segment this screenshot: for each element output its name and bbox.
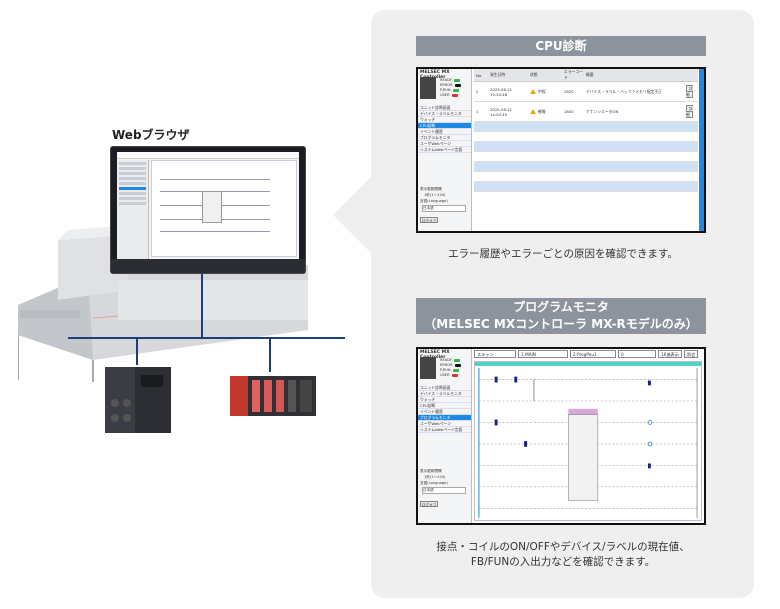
col-summary: 概要	[584, 69, 684, 82]
ladder-diagram	[474, 361, 702, 521]
menu-item-active[interactable]: CPU診断	[418, 123, 471, 129]
cpu-diagnosis-screenshot: MELSEC MX Controller READY ERROR P.RUN U…	[416, 67, 706, 233]
cell-date: 2025-08-21 14:54:45	[488, 101, 528, 122]
language-select[interactable]: 日本語	[422, 487, 466, 494]
led-user-label: USER	[440, 93, 450, 97]
refresh-interval[interactable]: 1秒(1～120)	[424, 475, 446, 479]
table-row[interactable]: 2 2025-08-21 15:34:46 中程 2820 デバイス・ラベル・バ…	[474, 81, 698, 102]
caption-line1: 接点・コイルのON/OFFやデバイス/ラベルの現在値、	[436, 541, 690, 553]
side-menu: ユニット診断画面 デバイス・ラベルモニタ ウォッチ CPU診断 イベント履歴 プ…	[418, 105, 471, 153]
web-browser-label: Webブラウザ	[112, 128, 190, 142]
network-drop-monitor	[201, 274, 203, 338]
program-monitor-screenshot: MELSEC MX Controller READY ERROR P.RUN U…	[416, 347, 706, 525]
monitor-toolbar: スキャン 1:MAIN 2:ProgPou1 0 16進表示 照会	[474, 350, 702, 358]
program-monitor-title-line2: （MELSEC MXコントローラ MX-Rモデルのみ）	[424, 317, 698, 331]
menu-item[interactable]: ウォッチ	[418, 397, 471, 403]
col-state: 状態	[528, 69, 562, 82]
col-no: No.	[474, 69, 488, 82]
cpu-diagnosis-title: CPU診断	[416, 36, 706, 56]
menu-item[interactable]: デバイス・ラベルモニタ	[418, 391, 471, 397]
side-menu: ユニット診断画面 デバイス・ラベルモニタ ウォッチ CPU診断 イベント履歴 プ…	[418, 385, 471, 433]
menu-item-active[interactable]: プログラムモニタ	[418, 415, 471, 421]
menu-item[interactable]: イベント履歴	[418, 129, 471, 135]
network-drop-plc1	[136, 337, 138, 365]
cell-state: 中程	[528, 81, 562, 102]
controller-image	[420, 357, 436, 379]
menu-item[interactable]: ユニット診断画面	[418, 385, 471, 391]
warning-icon	[530, 89, 536, 94]
mx-controller-unit-image	[103, 363, 173, 435]
program-select[interactable]: 1:MAIN	[518, 350, 568, 358]
led-prun-label: P.RUN	[440, 88, 451, 92]
monitor-screen	[117, 152, 299, 259]
cell-date: 2025-08-21 15:34:46	[488, 81, 528, 102]
menu-item[interactable]: プログラムモニタ	[418, 135, 471, 141]
program-monitor-caption: 接点・コイルのON/OFFやデバイス/ラベルの現在値、 FB/FUNの入出力など…	[380, 540, 746, 570]
cell-summary: デバイス・ラベル・バッファメモリ指定不正	[584, 81, 684, 102]
refresh-label: 表示更新間隔	[420, 469, 442, 473]
step-select[interactable]: 0	[618, 350, 656, 358]
scan-select[interactable]: スキャン	[474, 350, 516, 358]
logout-button[interactable]: ログオフ	[420, 217, 438, 223]
col-date: 発生日時	[488, 69, 528, 82]
language-select[interactable]: 日本語	[422, 205, 466, 212]
state-text: 軽微	[538, 108, 546, 114]
program-monitor-title-line1: プログラムモニタ	[513, 300, 609, 314]
language-label: 言語(Language)	[420, 481, 448, 485]
menu-item[interactable]: イベント履歴	[418, 409, 471, 415]
led-ready-label: READY	[440, 78, 452, 82]
error-history-table: No. 発生日時 状態 エラーコード 概要 2 2025-08-21 15:34…	[474, 69, 698, 192]
led-user-label: USER	[440, 373, 450, 377]
menu-item[interactable]: デバイス・ラベルモニタ	[418, 111, 471, 117]
callout-pointer	[333, 175, 373, 255]
menu-item[interactable]: ユニット診断画面	[418, 105, 471, 111]
led-ready-label: READY	[440, 358, 452, 362]
cell-code: 2820	[562, 81, 584, 102]
warning-icon	[530, 109, 536, 114]
led-error-label: ERROR	[440, 363, 453, 367]
logout-button[interactable]: ログオフ	[420, 501, 438, 507]
cell-no: 1	[474, 101, 488, 122]
refresh-label: 表示更新間隔	[420, 187, 442, 191]
caption-line2: FB/FUNの入出力などを確認できます。	[470, 556, 656, 568]
network-drop-plc2	[269, 337, 271, 372]
scrollbar[interactable]	[699, 69, 704, 231]
browser-monitor	[110, 146, 306, 274]
col-code: エラーコード	[562, 69, 584, 82]
controller-image	[420, 77, 436, 99]
menu-item[interactable]: ウォッチ	[418, 117, 471, 123]
col-action	[684, 69, 698, 82]
state-text: 中程	[538, 88, 546, 94]
cell-no: 2	[474, 81, 488, 102]
cell-state: 軽微	[528, 101, 562, 122]
detail-button[interactable]: 詳細	[686, 104, 693, 118]
led-prun-label: P.RUN	[440, 368, 451, 372]
network-line	[68, 337, 345, 339]
sidebar: MELSEC MX Controller READY ERROR P.RUN U…	[418, 349, 472, 523]
refresh-interval[interactable]: 1秒(1～120)	[424, 193, 446, 197]
cell-code: 1800	[562, 101, 584, 122]
menu-item[interactable]: ユーザWebページ	[418, 421, 471, 427]
hex-display-button[interactable]: 16進表示	[658, 350, 682, 358]
menu-item[interactable]: システムWebページ言語	[418, 147, 471, 153]
query-button[interactable]: 照会	[683, 350, 699, 358]
plc-rack-image	[228, 370, 318, 418]
language-label: 言語(Language)	[420, 199, 448, 203]
sidebar: MELSEC MX Controller READY ERROR P.RUN U…	[418, 69, 472, 231]
cell-summary: アナンシエータON	[584, 101, 684, 122]
table-row[interactable]: 1 2025-08-21 14:54:45 軽微 1800 アナンシエータON …	[474, 101, 698, 122]
pou-select[interactable]: 2:ProgPou1	[570, 350, 616, 358]
menu-item[interactable]: CPU診断	[418, 403, 471, 409]
program-monitor-title: プログラムモニタ （MELSEC MXコントローラ MX-Rモデルのみ）	[416, 298, 706, 334]
led-error-label: ERROR	[440, 83, 453, 87]
detail-button[interactable]: 詳細	[686, 84, 693, 98]
menu-item[interactable]: システムWebページ言語	[418, 427, 471, 433]
cpu-diagnosis-caption: エラー履歴やエラーごとの原因を確認できます。	[448, 248, 678, 260]
menu-item[interactable]: ユーザWebページ	[418, 141, 471, 147]
